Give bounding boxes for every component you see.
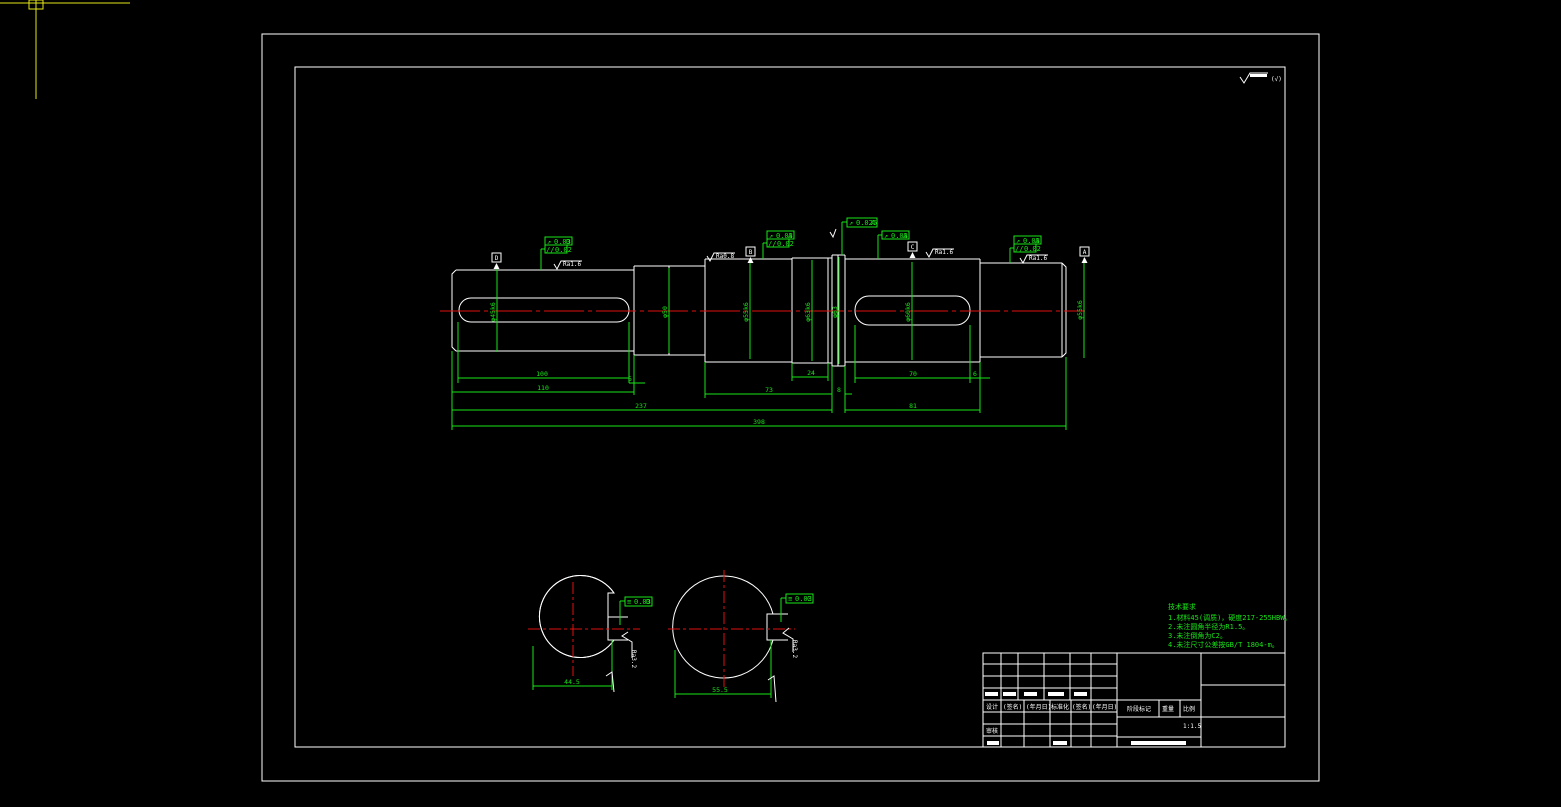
tech-requirement-1: 1.材料45(调质)，硬度217-255HBW。: [1168, 613, 1291, 622]
tech-requirement-2: 2.未注圆角半径为R1.5。: [1168, 622, 1249, 631]
title-block-label-standard: 标准化: [1051, 703, 1069, 711]
section-view-left: ≡ 0.03 D: [528, 575, 653, 693]
svg-text:B: B: [749, 249, 753, 256]
dim-overall-length: 398: [753, 418, 765, 426]
dim-left-segment: 110: [537, 384, 549, 392]
svg-text:↗: ↗: [849, 219, 853, 227]
section-view-right: ≡ 0.03 C: [668, 570, 814, 703]
datum-marker-d: D: [491, 252, 502, 269]
tolerance-frame-collar: ↗ 0.025 A: [841, 217, 878, 255]
svg-text:0.03: 0.03: [891, 232, 908, 240]
dim-dia-collar: φ63: [831, 306, 839, 318]
svg-text:0.02: 0.02: [555, 246, 572, 254]
roughness-label-3: Ra1.6: [935, 249, 953, 256]
dim-dia-gear-seat: φ60k6: [904, 302, 912, 322]
dim-dia-bearing-left: φ55k6: [742, 302, 750, 322]
svg-text://: //: [546, 246, 554, 254]
svg-text:↗: ↗: [1016, 237, 1020, 245]
dim-shoulder-width: 24: [807, 369, 815, 377]
svg-text:0.03: 0.03: [795, 595, 812, 603]
dim-dia-left: φ45k6: [489, 302, 497, 322]
roughness-label-2: Ra0.8: [716, 253, 734, 260]
dim-section-right-width: 55.5: [712, 686, 728, 694]
roughness-label-4: Ra1.6: [1029, 255, 1047, 262]
dim-middle-segment: 73: [765, 386, 773, 394]
svg-text:A: A: [903, 232, 908, 240]
roughness-symbols: [553, 228, 1048, 271]
dim-collar-width: 8: [837, 386, 841, 394]
title-block-label-weight: 重量: [1162, 705, 1174, 713]
svg-text://: //: [1015, 245, 1023, 253]
datum-marker-c: C: [907, 241, 918, 258]
dim-shaft-to-collar: 237: [635, 402, 647, 410]
svg-text:↗: ↗: [547, 238, 551, 246]
title-block-label-date1: (年月日): [1026, 703, 1051, 711]
tech-requirements-title: 技术要求: [1168, 602, 1196, 611]
dim-dia-shoulder: φ63k6: [804, 302, 812, 322]
dim-key-slot-right: 70: [909, 370, 917, 378]
svg-text:≡: ≡: [788, 595, 792, 603]
dim-section-left-width: 44.5: [564, 678, 580, 686]
dim-left-gap: 5: [628, 375, 632, 383]
svg-text:0.03: 0.03: [1023, 237, 1040, 245]
svg-text:0.03: 0.03: [554, 238, 571, 246]
cad-cursor-icon: [0, 0, 130, 99]
svg-text:0.03: 0.03: [776, 232, 793, 240]
dim-right-gap: 6: [973, 370, 977, 378]
outer-frame: [261, 33, 1320, 782]
svg-text:0.03: 0.03: [634, 598, 651, 606]
svg-text:↗: ↗: [769, 232, 773, 240]
diameter-dimensions: [496, 257, 1085, 364]
tech-requirement-3: 3.未注倒角为C2。: [1168, 631, 1227, 640]
title-block-label-sign1: (签名): [1003, 703, 1022, 711]
svg-text:A: A: [1035, 237, 1040, 245]
dim-key-slot-left: 100: [536, 370, 548, 378]
svg-text:C: C: [807, 595, 811, 603]
svg-text:D: D: [495, 255, 499, 262]
svg-text:A: A: [788, 232, 793, 240]
inner-frame: [294, 66, 1286, 748]
svg-text:0.025: 0.025: [856, 219, 877, 227]
length-dimension-lines: [451, 322, 1067, 430]
roughness-label-1: Ra1.6: [563, 261, 581, 268]
svg-text:0.02: 0.02: [1024, 245, 1041, 253]
title-block-label-date2: (年月日): [1092, 703, 1117, 711]
datum-marker-a: A: [1079, 246, 1090, 263]
tech-requirements: 技术要求 1.材料45(调质)，硬度217-255HBW。 2.未注圆角半径为R…: [1168, 602, 1291, 649]
tolerance-frame-a: ↗ 0.03 A // 0.02: [1009, 235, 1042, 263]
dim-dia-bearing-right: φ55k6: [1076, 300, 1084, 320]
title-block-label-design: 设计: [986, 703, 998, 711]
svg-text:C: C: [911, 244, 915, 251]
tolerance-frame-b: ↗ 0.03 A // 0.02: [762, 230, 795, 259]
tech-requirement-4: 4.未注尺寸公差按GB/T 1804-m。: [1168, 640, 1279, 649]
svg-text:↗: ↗: [884, 232, 888, 240]
title-block-scale: 1:1.5: [1183, 723, 1201, 730]
title-block: [982, 652, 1286, 748]
roughness-corner-symbol: (√): [1239, 72, 1282, 84]
svg-text://: //: [768, 240, 776, 248]
title-block-label-audit: 审核: [986, 727, 998, 735]
svg-text:D: D: [566, 238, 570, 246]
title-block-label-ratio: 比例: [1183, 705, 1195, 713]
dim-dia-step: φ50: [661, 306, 669, 318]
title-block-filled-cells: [985, 692, 1186, 745]
svg-text:A: A: [871, 219, 876, 227]
roughness-corner-text: (√): [1271, 76, 1282, 83]
svg-text:D: D: [646, 598, 650, 606]
datum-marker-b: B: [745, 246, 756, 263]
tolerance-frame-left: ↗ 0.03 D // 0.02: [540, 236, 573, 270]
svg-text:≡: ≡: [627, 598, 631, 606]
svg-text:0.02: 0.02: [777, 240, 794, 248]
roughness-label-6: Ra3.2: [791, 640, 798, 658]
title-block-label-stage: 阶段标记: [1127, 705, 1151, 713]
dim-right-segment: 81: [909, 402, 917, 410]
tolerance-frame-c: ↗ 0.03 A: [877, 230, 910, 259]
title-block-label-sign2: (签名): [1072, 703, 1091, 711]
roughness-label-5: Ra3.2: [630, 650, 637, 668]
svg-text:A: A: [1083, 249, 1087, 256]
